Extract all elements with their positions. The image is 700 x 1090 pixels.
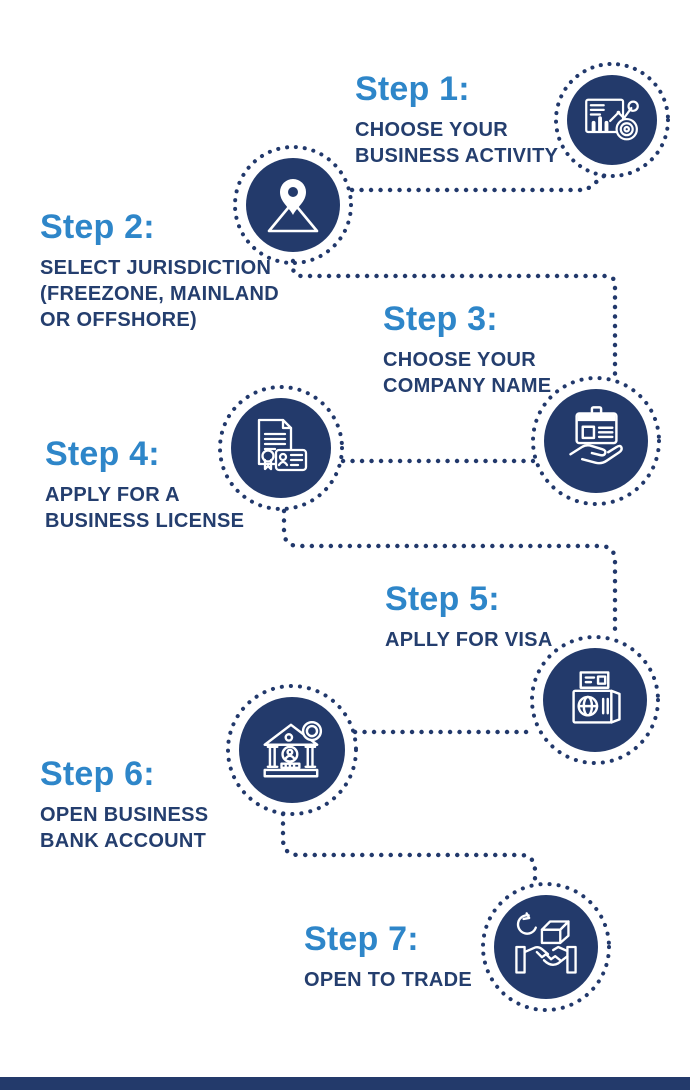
step7-description: OPEN TO TRADE <box>304 968 472 991</box>
dotted-ring <box>531 376 661 506</box>
passport-visa-icon <box>572 671 621 724</box>
dotted-ring <box>218 385 344 511</box>
step3-description: CHOOSE YOUR COMPANY NAME <box>383 348 552 397</box>
analytics-chart-icon <box>585 98 639 141</box>
bank-building-icon <box>263 720 323 778</box>
step2-title: Step 2: <box>40 208 155 246</box>
step7-title: Step 7: <box>304 920 419 958</box>
location-pin-icon <box>267 179 319 233</box>
step5-description: APLLY FOR VISA <box>385 628 553 651</box>
step1-title: Step 1: <box>355 70 470 108</box>
step3-badge <box>531 376 661 506</box>
step3-title: Step 3: <box>383 300 498 338</box>
dotted-ring <box>554 62 670 178</box>
step3-text-block: Step 3: CHOOSE YOUR COMPANY NAME <box>383 300 552 399</box>
step6-text-block: Step 6: OPEN BUSINESS BANK ACCOUNT <box>40 755 209 854</box>
step1-badge <box>554 62 670 178</box>
badge-circle <box>494 895 598 999</box>
step1-description: CHOOSE YOUR BUSINESS ACTIVITY <box>355 118 559 167</box>
step6-description: OPEN BUSINESS BANK ACCOUNT <box>40 803 209 852</box>
license-certificate-icon <box>257 418 308 472</box>
dotted-ring <box>226 684 358 816</box>
step4-text-block: Step 4: APPLY FOR A BUSINESS LICENSE <box>45 435 245 534</box>
step5-title: Step 5: <box>385 580 500 618</box>
step2-text-block: Step 2: SELECT JURISDICTION (FREEZONE, M… <box>40 208 280 333</box>
handshake-trade-icon <box>515 912 577 974</box>
badge-circle <box>231 398 331 498</box>
step4-title: Step 4: <box>45 435 160 473</box>
step6-title: Step 6: <box>40 755 155 793</box>
step4-description: APPLY FOR A BUSINESS LICENSE <box>45 483 245 532</box>
step4-badge <box>218 385 344 511</box>
step2-description: SELECT JURISDICTION (FREEZONE, MAINLAND … <box>40 256 280 331</box>
step7-text-block: Step 7: OPEN TO TRADE <box>304 920 472 993</box>
footer-accent-bar <box>0 1077 690 1090</box>
dotted-ring <box>481 882 611 1012</box>
id-badge-hand-icon <box>569 406 623 465</box>
badge-circle <box>544 389 648 493</box>
step5-text-block: Step 5: APLLY FOR VISA <box>385 580 553 653</box>
dotted-ring <box>233 145 353 265</box>
dotted-ring <box>530 635 660 765</box>
step5-badge <box>530 635 660 765</box>
step2-badge <box>233 145 353 265</box>
step7-badge <box>481 882 611 1012</box>
step6-badge <box>226 684 358 816</box>
step1-text-block: Step 1: CHOOSE YOUR BUSINESS ACTIVITY <box>355 70 559 169</box>
